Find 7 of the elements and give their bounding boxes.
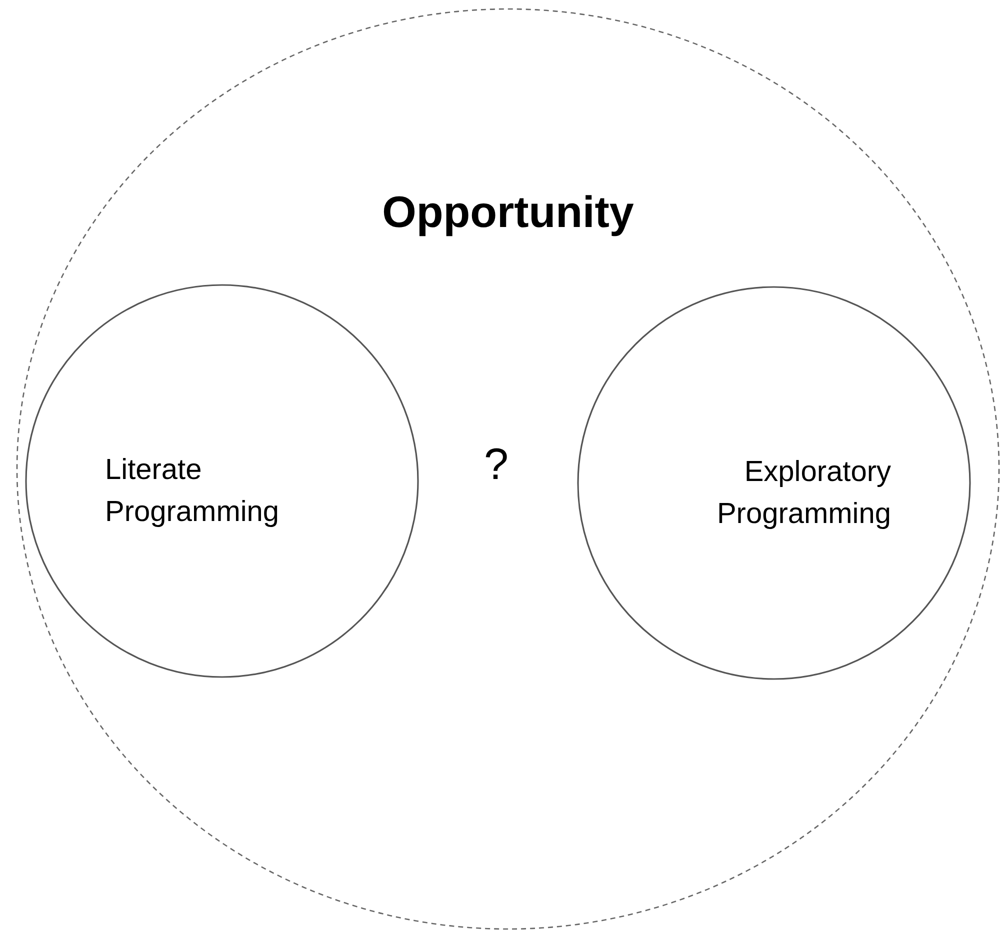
question-mark-label: ? <box>484 440 508 490</box>
circle <box>25 284 419 678</box>
diagram-heading: Opportunity <box>381 188 635 238</box>
dashed-circle <box>16 8 1000 930</box>
circle-label: Exploratory Programming <box>716 455 891 532</box>
circle <box>577 286 971 680</box>
circle-label: Literate Programming <box>105 453 280 530</box>
